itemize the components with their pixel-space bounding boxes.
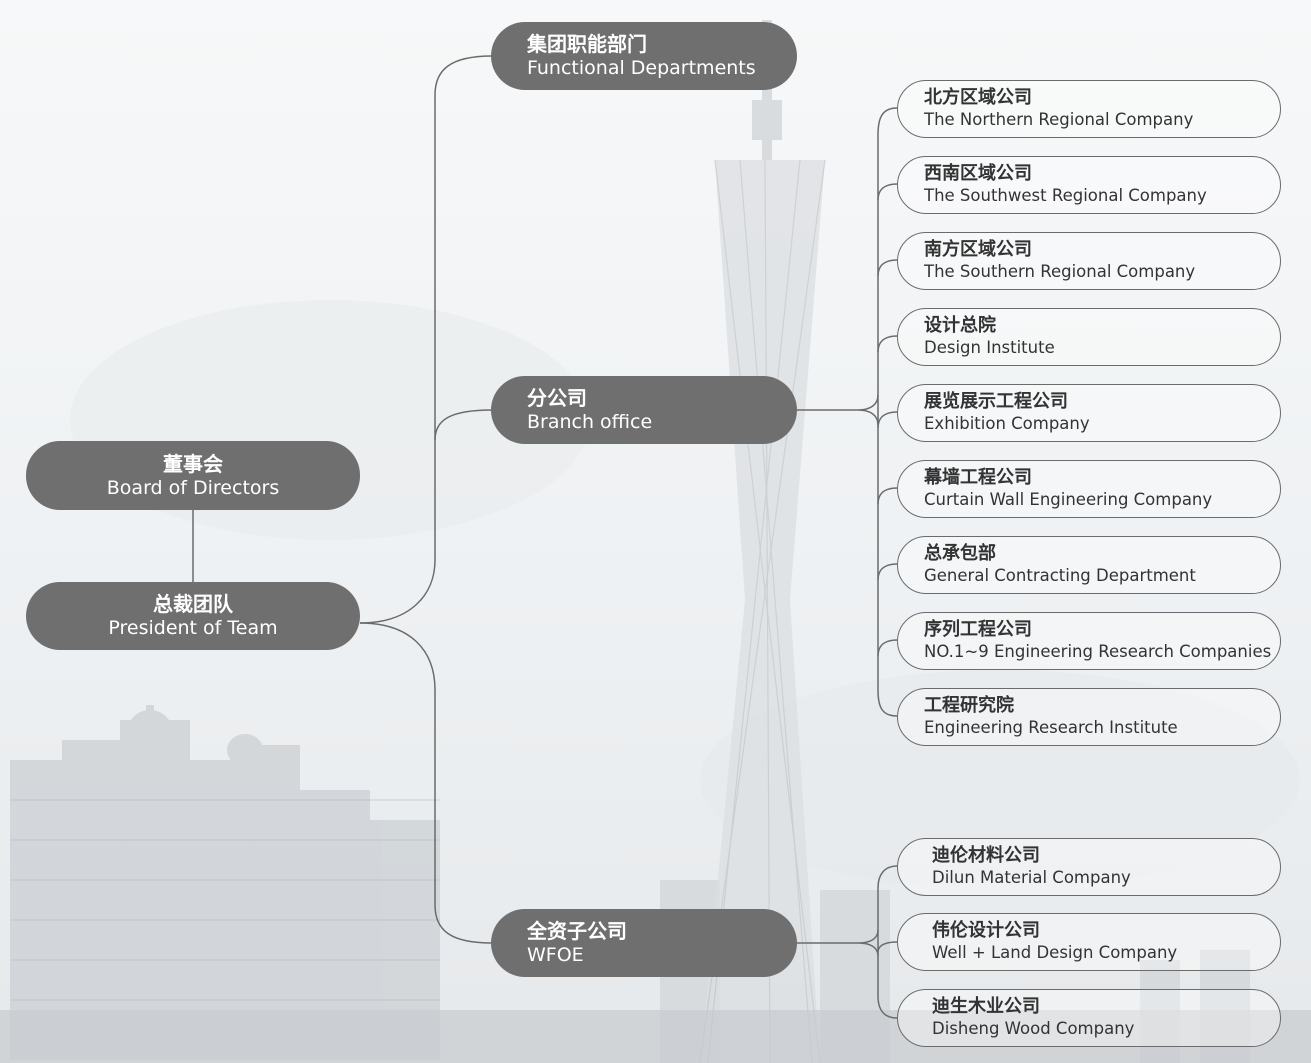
board-en-label: Board of Directors — [106, 476, 280, 499]
child-en-label: Exhibition Company — [924, 414, 1090, 433]
connector-president-functional — [359, 55, 493, 624]
branch-child-node: 南方区域公司 The Southern Regional Company — [897, 232, 1281, 290]
connector-wfoe-child-2 — [877, 941, 898, 953]
child-zh-label: 设计总院 — [924, 315, 996, 336]
wfoe-en-label: WFOE — [527, 944, 584, 966]
connector-child-6 — [877, 563, 898, 581]
child-en-label: General Contracting Department — [924, 566, 1196, 585]
wfoe-child-node: 迪伦材料公司 Dilun Material Company — [897, 838, 1281, 896]
child-zh-label: 西南区域公司 — [924, 163, 1032, 184]
child-zh-label: 总承包部 — [924, 543, 996, 564]
wfoe-zh-label: 全资子公司 — [527, 919, 627, 943]
child-en-label: Dilun Material Company — [932, 868, 1131, 887]
connector-child-7 — [877, 639, 898, 657]
connector-child-1 — [877, 183, 898, 201]
child-en-label: Curtain Wall Engineering Company — [924, 490, 1213, 509]
child-en-label: Disheng Wood Company — [932, 1019, 1135, 1038]
child-en-label: The Southern Regional Company — [924, 262, 1196, 281]
child-zh-label: 幕墙工程公司 — [924, 467, 1032, 488]
connector-branch-spine-joint — [857, 394, 879, 426]
board-of-directors-node: 董事会 Board of Directors — [26, 441, 360, 510]
branch-child-node: 设计总院 Design Institute — [897, 308, 1281, 366]
left-buildings-windows — [10, 799, 440, 1001]
wfoe-child-node: 迪生木业公司 Disheng Wood Company — [897, 989, 1281, 1047]
connector-president-wfoe — [359, 622, 493, 944]
child-en-label: The Northern Regional Company — [924, 110, 1194, 129]
board-zh-label: 董事会 — [163, 451, 223, 476]
branch-child-node: 幕墙工程公司 Curtain Wall Engineering Company — [897, 460, 1281, 518]
child-zh-label: 南方区域公司 — [924, 239, 1032, 260]
functional-departments-node: 集团职能部门 Functional Departments — [491, 22, 797, 90]
branch-child-node: 工程研究院 Engineering Research Institute — [897, 688, 1281, 746]
branch-en-label: Branch office — [527, 411, 653, 433]
child-zh-label: 工程研究院 — [924, 695, 1014, 716]
connector-branch-spine — [877, 107, 898, 717]
child-zh-label: 序列工程公司 — [924, 619, 1032, 640]
functional-zh-label: 集团职能部门 — [527, 32, 647, 56]
connector-wfoe-joint — [857, 929, 879, 957]
president-en-label: President of Team — [108, 617, 278, 639]
branch-child-node: 序列工程公司 NO.1~9 Engineering Research Compa… — [897, 612, 1281, 670]
president-zh-label: 总裁团队 — [153, 592, 233, 616]
branch-office-node: 分公司 Branch office — [491, 376, 797, 444]
child-en-label: NO.1~9 Engineering Research Companies — [924, 642, 1272, 661]
connector-president-branch — [434, 409, 493, 441]
branch-child-node: 北方区域公司 The Northern Regional Company — [897, 80, 1281, 138]
functional-en-label: Functional Departments — [527, 57, 756, 79]
wfoe-child-node: 伟伦设计公司 Well + Land Design Company — [897, 913, 1281, 971]
ground-strip — [0, 1010, 1311, 1063]
child-en-label: The Southwest Regional Company — [924, 186, 1207, 205]
president-node: 总裁团队 President of Team — [26, 582, 360, 650]
wfoe-node: 全资子公司 WFOE — [491, 909, 797, 977]
branch-child-node: 西南区域公司 The Southwest Regional Company — [897, 156, 1281, 214]
connector-child-3 — [877, 335, 898, 353]
child-zh-label: 伟伦设计公司 — [932, 920, 1040, 941]
connector-wfoe-spine — [877, 865, 898, 1019]
child-zh-label: 迪伦材料公司 — [932, 845, 1040, 866]
branch-zh-label: 分公司 — [527, 386, 587, 410]
child-zh-label: 迪生木业公司 — [932, 996, 1040, 1017]
branch-child-node: 展览展示工程公司 Exhibition Company — [897, 384, 1281, 442]
child-en-label: Engineering Research Institute — [924, 718, 1178, 737]
connector-child-2 — [877, 259, 898, 277]
child-en-label: Well + Land Design Company — [932, 943, 1178, 962]
cloud-shape — [700, 670, 1300, 890]
branch-child-node: 总承包部 General Contracting Department — [897, 536, 1281, 594]
connector-child-4 — [877, 411, 898, 429]
child-en-label: Design Institute — [924, 338, 1055, 357]
connector-child-5 — [877, 487, 898, 505]
child-zh-label: 北方区域公司 — [924, 87, 1032, 108]
child-zh-label: 展览展示工程公司 — [924, 391, 1068, 412]
